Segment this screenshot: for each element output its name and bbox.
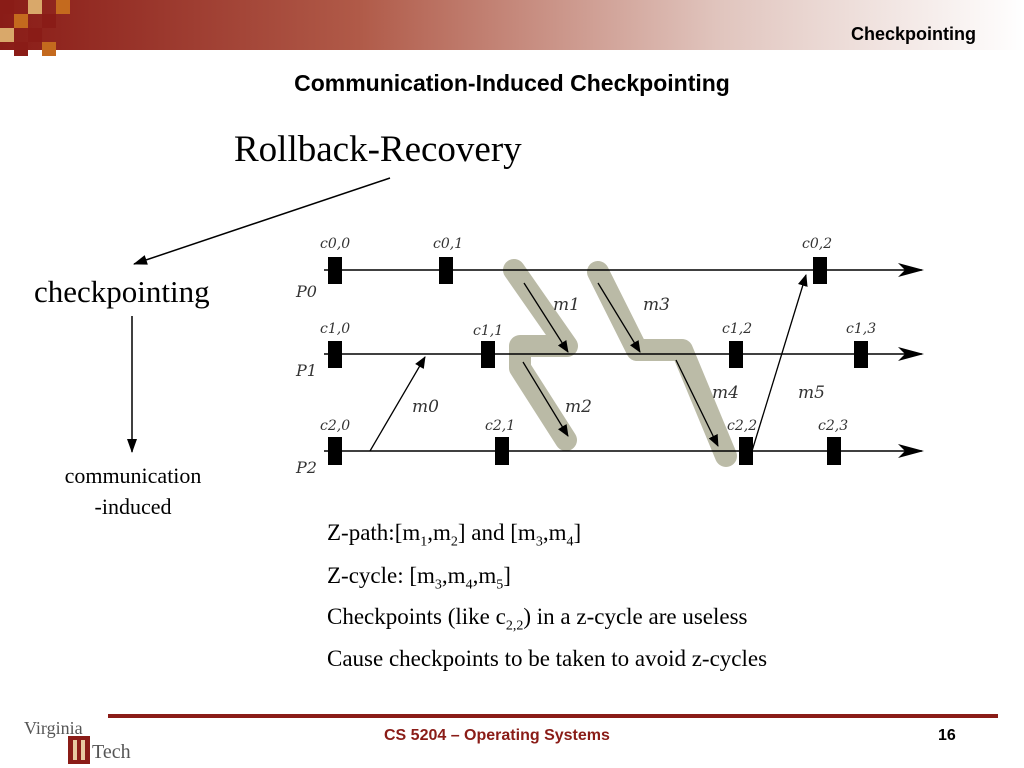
logo-emblem-stripe — [81, 740, 85, 760]
label-c10: c1,0 — [320, 321, 350, 337]
checkpoint-c02 — [813, 257, 827, 284]
page-number: 16 — [938, 727, 956, 744]
square-2 — [14, 14, 28, 28]
process-label-p1: P1 — [295, 361, 317, 380]
square-7 — [28, 28, 42, 42]
label-c23: c2,3 — [818, 418, 848, 434]
checkpoint-c01 — [439, 257, 453, 284]
square-6 — [14, 42, 28, 56]
label-m0: m0 — [412, 397, 439, 417]
text-seg: ] and [m — [457, 520, 536, 545]
checkpoint-c23 — [827, 437, 841, 465]
line-z-path: Z-path:[m1,m2] and [m3,m4] — [327, 520, 581, 551]
arrow-rollback-to-checkpointing — [133, 177, 391, 265]
label-c02: c0,2 — [802, 236, 832, 252]
label-m5: m5 — [798, 383, 825, 403]
slide-title: Communication-Induced Checkpointing — [294, 70, 730, 96]
text-seg: Z-path:[m — [327, 520, 421, 545]
diagram-canvas: P0 P1 P2 c0,0 c0,1 c0,2 c1,0 c1,1 c1,2 c… — [127, 177, 924, 477]
square-5 — [42, 14, 56, 28]
message-m2 — [522, 361, 569, 437]
message-m3 — [597, 282, 641, 353]
message-m4 — [675, 359, 719, 447]
header-band — [0, 0, 1024, 50]
checkpoint-c00 — [328, 257, 342, 284]
logo-emblem-stripe — [73, 740, 77, 760]
line-avoid-z-cycles: Cause checkpoints to be taken to avoid z… — [327, 646, 767, 672]
subscript: 4 — [566, 534, 574, 550]
square-8 — [56, 0, 70, 14]
checkpoint-c11 — [481, 341, 495, 368]
section-title: Checkpointing — [851, 24, 976, 44]
line-useless-checkpoints: Checkpoints (like c2,2) in a z-cycle are… — [327, 604, 748, 635]
label-c12: c1,2 — [722, 321, 752, 337]
square-9 — [42, 42, 56, 56]
footer-rule — [108, 714, 998, 718]
message-m5 — [751, 274, 808, 452]
z-path-highlight — [503, 259, 737, 467]
subscript: 3 — [535, 534, 543, 550]
line-z-cycle: Z-cycle: [m3,m4,m5] — [327, 563, 511, 594]
subscript: 2 — [450, 534, 458, 550]
label-m2: m2 — [565, 397, 592, 417]
subscript: 5 — [496, 577, 504, 593]
label-c21: c2,1 — [485, 418, 515, 434]
logo-text-tech: Tech — [92, 741, 131, 763]
message-m1 — [523, 282, 569, 353]
checkpoint-c10 — [328, 341, 342, 368]
text-seg: ] — [503, 563, 511, 588]
footer-course: CS 5204 – Operating Systems — [384, 727, 610, 744]
label-m1: m1 — [553, 295, 580, 315]
node-checkpointing: checkpointing — [34, 274, 210, 309]
highlight-m1-m2 — [503, 259, 578, 451]
label-c00: c0,0 — [320, 236, 350, 252]
checkpoint-c12 — [729, 341, 743, 368]
text-seg: ,m — [441, 563, 466, 588]
message-m0 — [369, 356, 426, 452]
highlight-m3-m4 — [587, 261, 737, 467]
decorative-squares — [0, 0, 70, 56]
logo-text-virginia: Virginia — [24, 718, 83, 738]
text-seg: Z-cycle: [m — [327, 563, 435, 588]
process-label-p2: P2 — [295, 458, 317, 477]
square-4 — [0, 28, 14, 42]
logo-emblem — [68, 736, 90, 764]
checkpoint-c20 — [328, 437, 342, 465]
subscript: 2,2 — [505, 618, 524, 634]
label-c22: c2,2 — [727, 418, 757, 434]
virginia-tech-logo: Virginia Tech — [24, 718, 131, 764]
checkpoint-c13 — [854, 341, 868, 368]
node-rollback-recovery: Rollback-Recovery — [234, 129, 522, 170]
text-seg: Checkpoints (like c — [327, 604, 506, 629]
checkpoint-bars — [328, 257, 868, 465]
label-c01: c0,1 — [433, 236, 463, 252]
checkpoint-c21 — [495, 437, 509, 465]
subscript: 1 — [420, 534, 428, 550]
text-seg: ] — [573, 520, 582, 545]
subscript: 4 — [465, 577, 473, 593]
node-communication-induced: communication -induced — [40, 460, 226, 522]
label-m4: m4 — [712, 383, 739, 403]
label-c13: c1,3 — [846, 321, 876, 337]
text-seg: ,m — [542, 520, 567, 545]
label-c11: c1,1 — [473, 323, 503, 339]
text-seg: ,m — [427, 520, 451, 545]
process-label-p0: P0 — [295, 282, 317, 301]
node-communication-line-2: -induced — [94, 494, 172, 519]
node-communication-line-1: communication — [64, 463, 202, 488]
square-3 — [28, 0, 42, 14]
text-seg: Cause checkpoints to be taken to avoid z… — [327, 646, 768, 671]
checkpoint-c22 — [739, 437, 753, 465]
text-seg: ,m — [472, 563, 497, 588]
text-seg: ) in a z-cycle are useless — [523, 604, 748, 629]
subscript: 3 — [434, 577, 442, 593]
label-m3: m3 — [643, 295, 670, 315]
label-c20: c2,0 — [320, 418, 350, 434]
square-1 — [0, 0, 14, 14]
